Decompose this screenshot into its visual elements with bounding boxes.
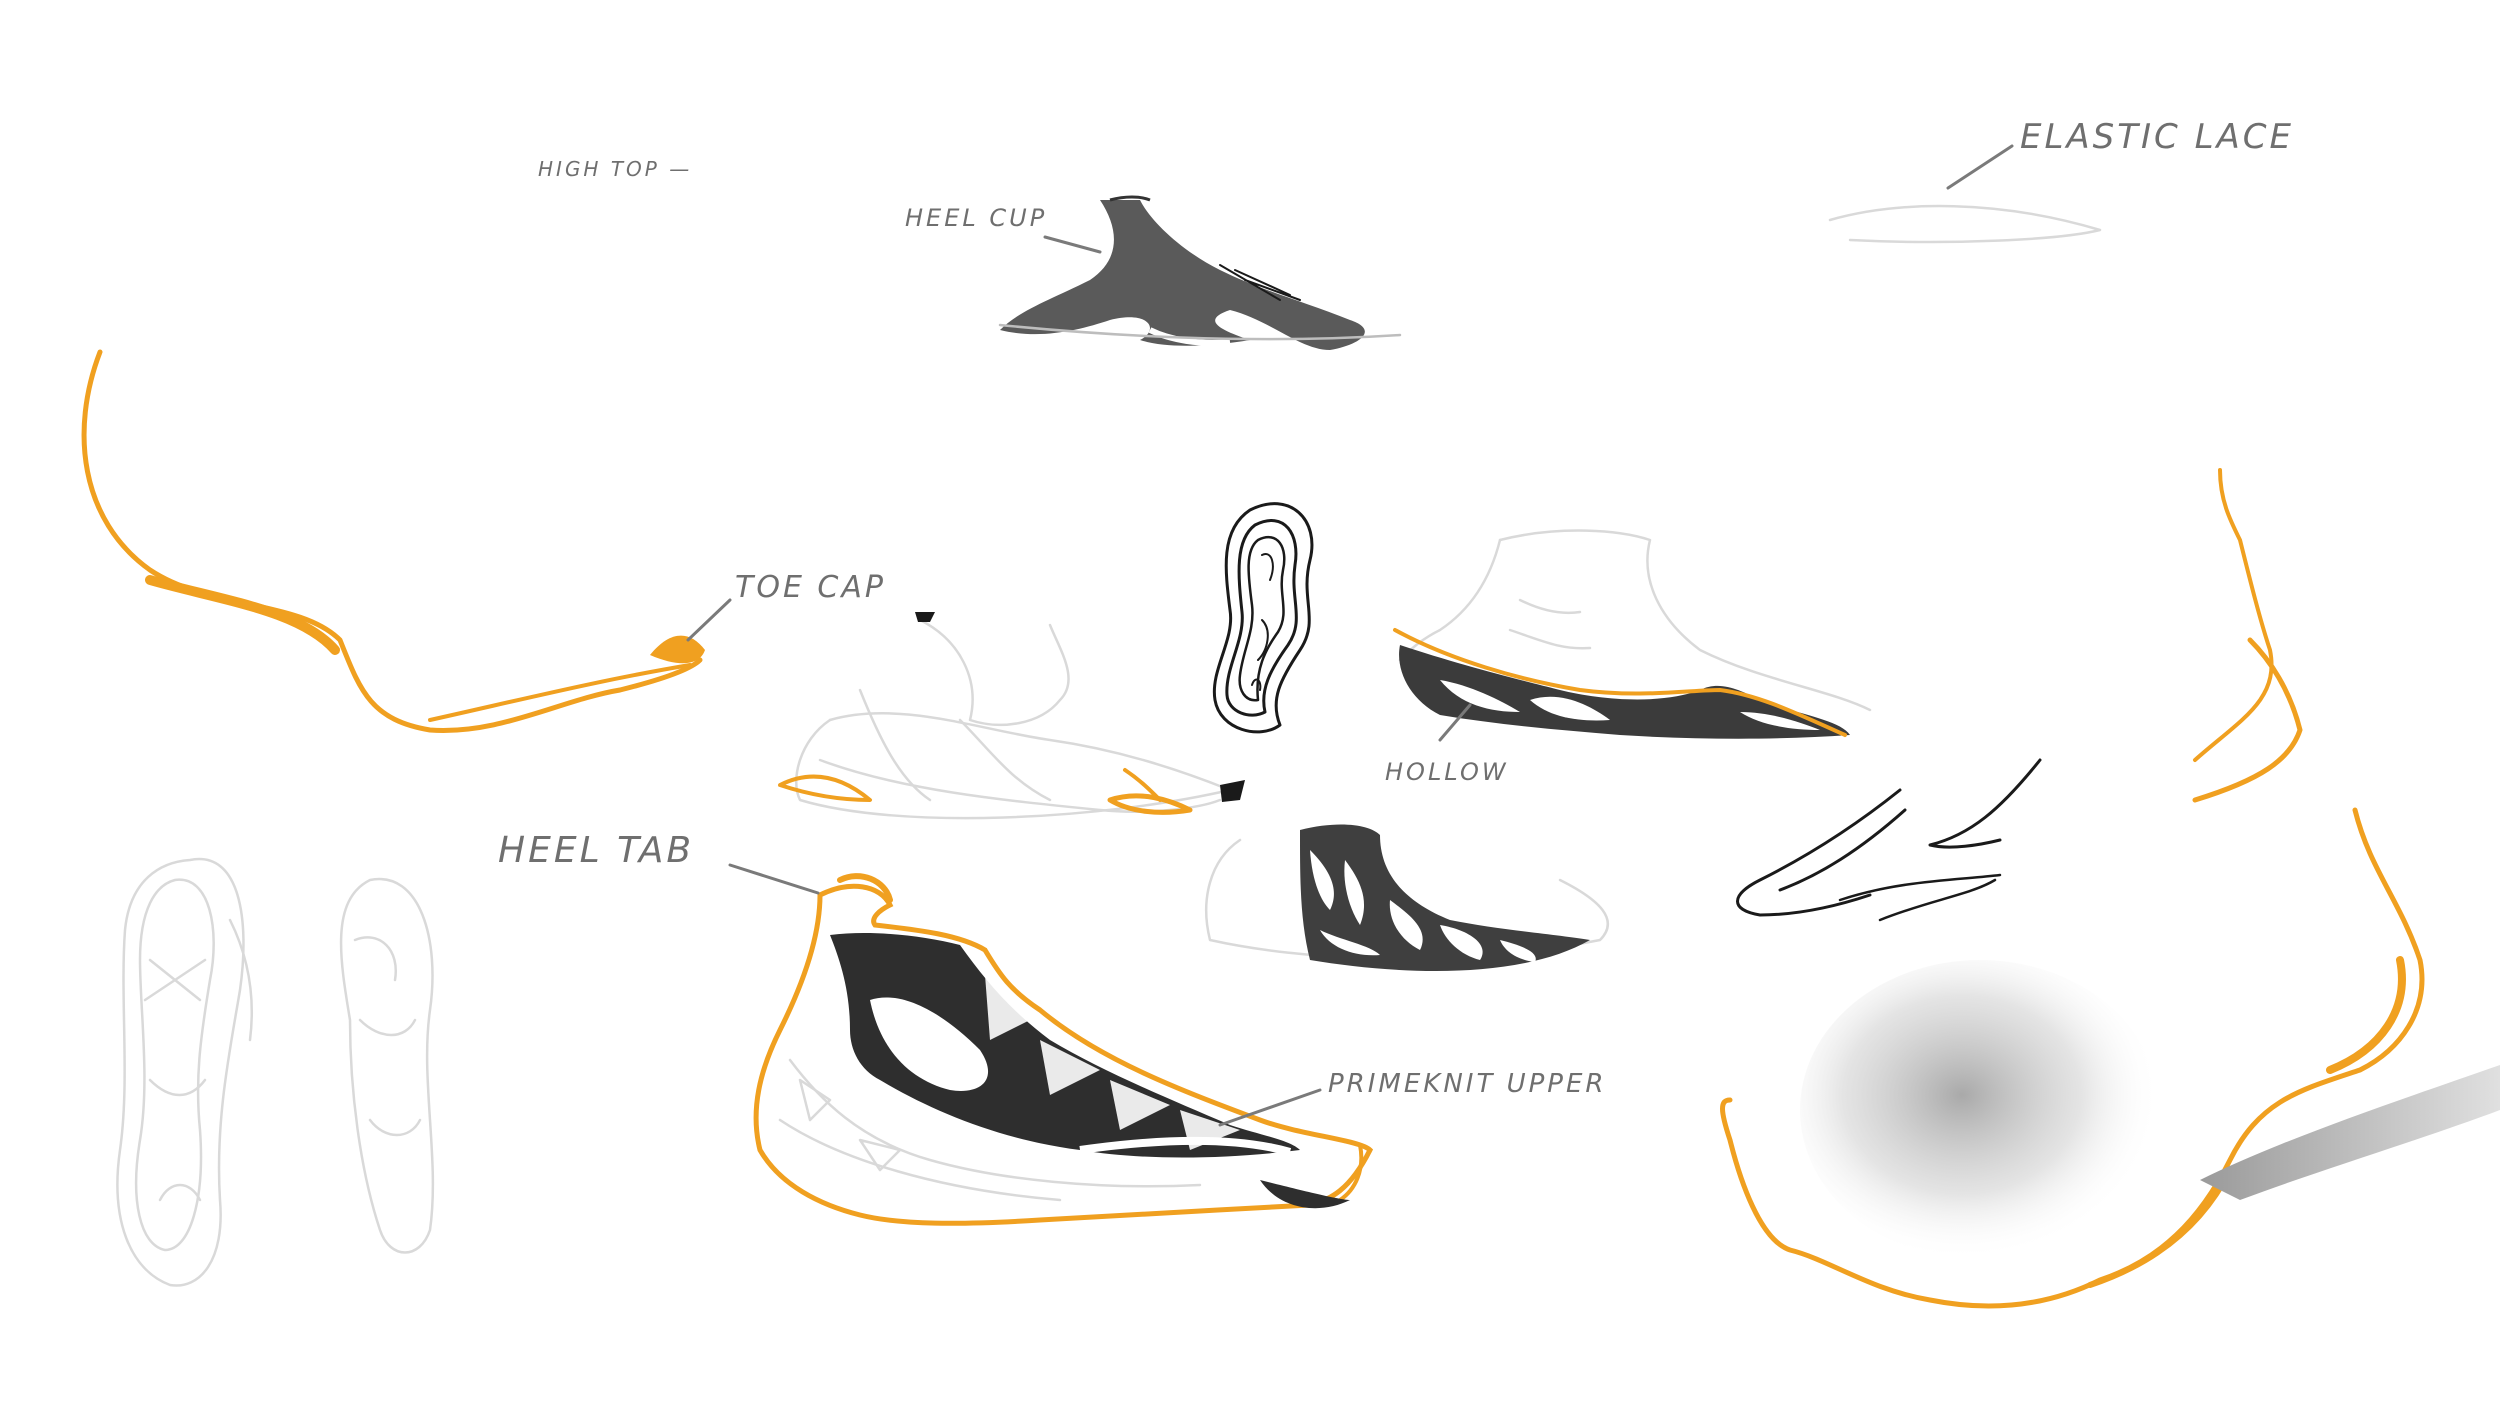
heel-cup-label: HEEL CUP bbox=[905, 204, 1047, 232]
orange-outline-left bbox=[81, 349, 703, 733]
toe-cap-leader bbox=[686, 598, 732, 642]
primeknit-upper-label: PRIMEKNIT UPPER bbox=[1328, 1069, 1606, 1099]
pencil-shoe-sketch-1 bbox=[778, 612, 1245, 820]
primeknit-upper-leader bbox=[1218, 1088, 1322, 1127]
toe-cap-label: TOE CAP bbox=[735, 570, 886, 605]
hollow-sole-shoe-sketch bbox=[1393, 529, 1872, 739]
toe-cap-shape bbox=[650, 635, 705, 664]
main-primeknit-shoe bbox=[753, 873, 1374, 1226]
outsole-contour-sketch bbox=[1212, 502, 1314, 734]
heel-cup-leader bbox=[1043, 235, 1102, 254]
hollow-label: HOLLOW bbox=[1385, 758, 1509, 786]
heel-cup-sketch bbox=[998, 195, 1402, 350]
elastic-lace-label: ELASTIC LACE bbox=[2020, 117, 2294, 157]
orange-outline-right bbox=[1720, 468, 2425, 1309]
shadow-shape bbox=[1800, 960, 2500, 1260]
outsole-outline-sketch-1 bbox=[116, 857, 254, 1287]
hollow-leader bbox=[1438, 703, 1472, 742]
faint-lace-sketch bbox=[1828, 204, 2102, 244]
outsole-outline-sketch-2 bbox=[339, 877, 435, 1254]
elastic-lace-leader bbox=[1946, 144, 2014, 190]
lattice-shoe-sketch bbox=[1205, 824, 1610, 972]
heel-tab-label: HEEL TAB bbox=[498, 830, 694, 871]
heel-tab-leader bbox=[728, 863, 820, 895]
ink-swoosh-sketch bbox=[1736, 758, 2042, 922]
high-top-label: HIGH TOP — bbox=[538, 157, 692, 181]
